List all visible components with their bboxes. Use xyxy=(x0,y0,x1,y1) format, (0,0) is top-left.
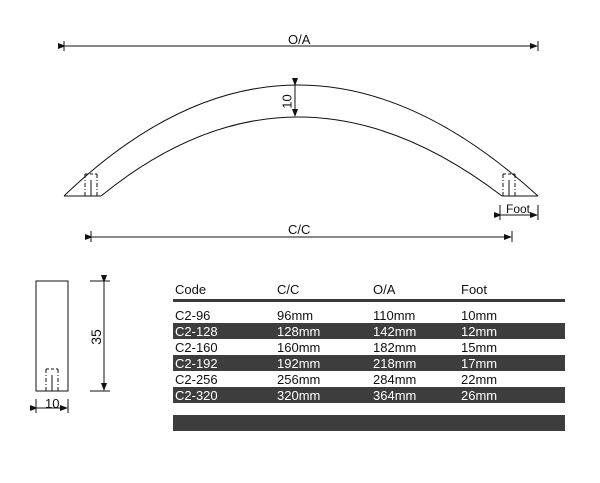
overall-length-dimension xyxy=(58,41,539,51)
table-row: C2-320 320mm 364mm 26mm xyxy=(173,387,565,403)
cell-foot: 26mm xyxy=(461,387,498,403)
cell-oa: 218mm xyxy=(373,355,417,371)
cell-cc: 192mm xyxy=(277,355,321,371)
center-to-center-label: C/C xyxy=(288,222,311,237)
cell-foot: 22mm xyxy=(461,371,498,387)
thickness-label: 10 xyxy=(279,94,295,109)
table-row: C2-96 96mm 110mm 10mm xyxy=(173,307,565,323)
side-height-label: 35 xyxy=(87,329,104,345)
cell-oa: 284mm xyxy=(373,371,417,387)
table-row: C2-256 256mm 284mm 22mm xyxy=(173,371,565,387)
cell-code: C2-160 xyxy=(175,339,218,355)
cell-cc: 256mm xyxy=(277,371,321,387)
cell-foot: 12mm xyxy=(461,323,498,339)
side-view xyxy=(35,280,69,392)
header-rule xyxy=(173,299,565,302)
cell-oa: 182mm xyxy=(373,339,417,355)
cell-code: C2-192 xyxy=(175,355,218,371)
side-width-label: 10 xyxy=(45,396,60,411)
header-foot: Foot xyxy=(461,282,488,297)
cell-code: C2-128 xyxy=(175,323,218,339)
header-oa: O/A xyxy=(373,282,396,297)
table-footer-bar xyxy=(173,415,565,431)
cell-oa: 142mm xyxy=(373,323,417,339)
cell-foot: 15mm xyxy=(461,339,498,355)
side-height-dimension xyxy=(90,275,110,392)
center-to-center-dimension xyxy=(85,231,513,242)
header-cc: C/C xyxy=(277,282,300,297)
table-row: C2-128 128mm 142mm 12mm xyxy=(173,323,565,339)
cell-cc: 96mm xyxy=(277,307,314,323)
spec-table: Code C/C O/A Foot C2-96 96mm 110mm 10mm … xyxy=(173,281,565,403)
handle-arch xyxy=(63,84,539,197)
cell-cc: 128mm xyxy=(277,323,321,339)
header-code: Code xyxy=(175,282,207,297)
cell-oa: 364mm xyxy=(373,387,417,403)
cell-code: C2-256 xyxy=(175,371,218,387)
overall-length-label: O/A xyxy=(288,32,311,47)
table-header: Code C/C O/A Foot xyxy=(173,281,565,297)
cell-cc: 160mm xyxy=(277,339,321,355)
cell-code: C2-96 xyxy=(175,307,211,323)
left-foot-detail xyxy=(84,173,98,196)
table-row: C2-160 160mm 182mm 15mm xyxy=(173,339,565,355)
cell-foot: 17mm xyxy=(461,355,498,371)
cell-cc: 320mm xyxy=(277,387,321,403)
table-row: C2-192 192mm 218mm 17mm xyxy=(173,355,565,371)
cell-foot: 10mm xyxy=(461,307,498,323)
foot-dimension xyxy=(494,205,539,220)
right-foot-detail xyxy=(502,173,516,196)
side-width-dimension xyxy=(30,399,69,413)
foot-label: Foot xyxy=(506,202,531,216)
cell-oa: 110mm xyxy=(373,307,416,323)
cell-code: C2-320 xyxy=(175,387,218,403)
